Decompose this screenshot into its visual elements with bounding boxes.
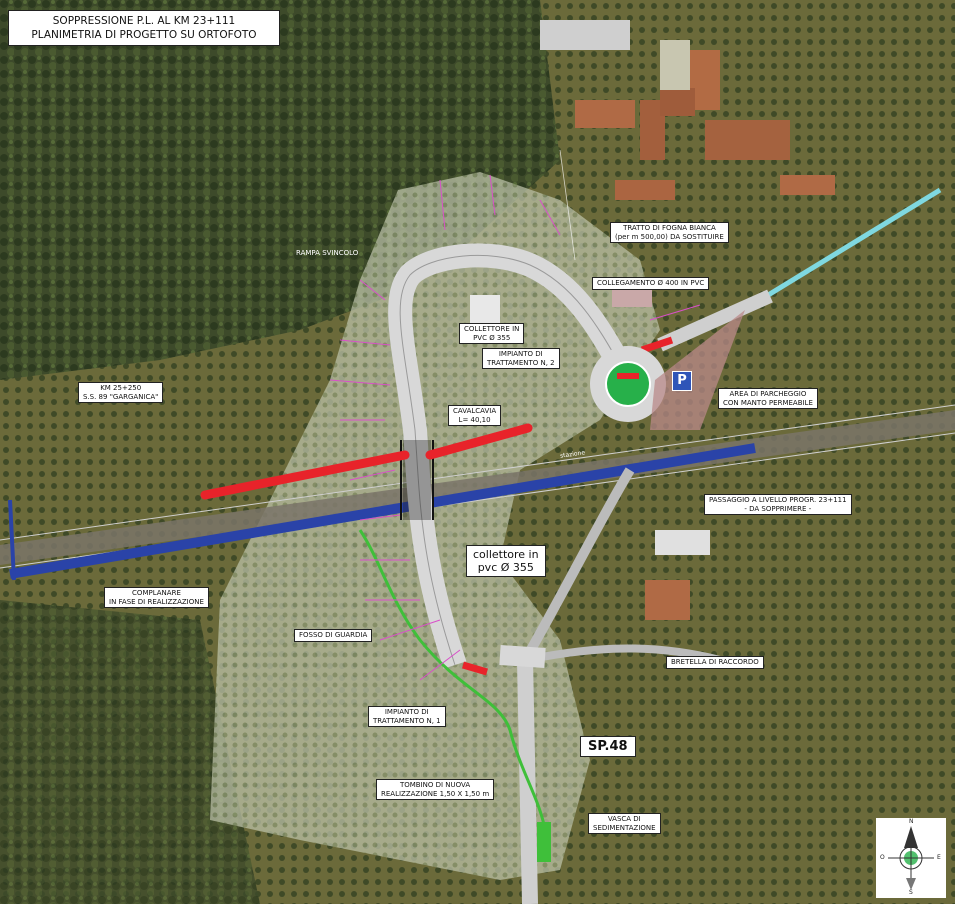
label-line: L= 40,10 bbox=[458, 415, 491, 424]
label-line: COLLETTORE IN bbox=[464, 325, 520, 333]
label-line: collettore in bbox=[473, 548, 539, 561]
compass-east: E bbox=[937, 854, 941, 861]
label-collettore-mid: collettore in pvc Ø 355 bbox=[466, 545, 546, 577]
label-line: IN FASE DI REALIZZAZIONE bbox=[109, 597, 204, 606]
map-title: SOPPRESSIONE P.L. AL KM 23+111 PLANIMETR… bbox=[8, 10, 280, 46]
label-line: FOSSO DI GUARDIA bbox=[299, 631, 368, 639]
label-km: KM 25+250 S.S. 89 "GARGANICA" bbox=[78, 382, 164, 403]
label-tombino: TOMBINO DI NUOVA REALIZZAZIONE 1,50 X 1,… bbox=[376, 779, 495, 800]
compass-icon bbox=[888, 826, 934, 890]
label-line: pvc Ø 355 bbox=[477, 561, 534, 574]
label-collegamento: COLLEGAMENTO Ø 400 IN PVC bbox=[592, 277, 710, 290]
label-line: IMPIANTO DI bbox=[384, 708, 429, 716]
label-line: PASSAGGIO A LIVELLO PROGR. 23+111 bbox=[709, 496, 847, 504]
label-fosso-guardia: FOSSO DI GUARDIA bbox=[294, 629, 373, 642]
label-line: CON MANTO PERMEABILE bbox=[723, 398, 813, 407]
label-line: REALIZZAZIONE 1,50 X 1,50 m bbox=[381, 789, 490, 798]
label-line: PVC Ø 355 bbox=[473, 333, 511, 342]
label-impianto-2: IMPIANTO DI TRATTAMENTO N, 2 bbox=[482, 348, 560, 369]
title-line-1: SOPPRESSIONE P.L. AL KM 23+111 bbox=[52, 15, 236, 27]
label-line: S.S. 89 "GARGANICA" bbox=[83, 392, 159, 401]
compass-rose: N S O E bbox=[876, 818, 946, 898]
label-line: AREA DI PARCHEGGIO bbox=[729, 390, 807, 398]
label-line: - DA SOPPRIMERE - bbox=[744, 504, 812, 513]
label-passaggio-livello: PASSAGGIO A LIVELLO PROGR. 23+111 - DA S… bbox=[704, 494, 852, 515]
label-line: BRETELLA DI RACCORDO bbox=[671, 658, 759, 666]
label-bretella: BRETELLA DI RACCORDO bbox=[666, 656, 764, 669]
compass-south: S bbox=[909, 889, 913, 896]
label-line: VASCA DI bbox=[607, 815, 641, 823]
label-line: KM 25+250 bbox=[100, 384, 142, 392]
label-area-parcheggio: AREA DI PARCHEGGIO CON MANTO PERMEABILE bbox=[718, 388, 818, 409]
compass-north: N bbox=[909, 818, 914, 825]
label-complanare: COMPLANARE IN FASE DI REALIZZAZIONE bbox=[104, 587, 209, 608]
label-line: SEDIMENTAZIONE bbox=[593, 823, 656, 832]
label-rampa-svincolo: RAMPA SVINCOLO bbox=[292, 248, 362, 259]
label-vasca: VASCA DI SEDIMENTAZIONE bbox=[588, 813, 661, 834]
label-line: CAVALCAVIA bbox=[453, 407, 497, 415]
title-line-2: PLANIMETRIA DI PROGETTO SU ORTOFOTO bbox=[31, 29, 257, 41]
label-sp48: SP.48 bbox=[580, 736, 636, 757]
label-line: IMPIANTO DI bbox=[498, 350, 543, 358]
label-line: SP.48 bbox=[588, 739, 628, 754]
parking-icon: P bbox=[672, 371, 692, 391]
label-line: TRATTAMENTO N, 1 bbox=[373, 716, 441, 725]
label-line: TRATTO DI FOGNA BIANCA bbox=[623, 224, 716, 232]
label-impianto-1: IMPIANTO DI TRATTAMENTO N, 1 bbox=[368, 706, 446, 727]
label-line: COLLEGAMENTO Ø 400 IN PVC bbox=[597, 279, 705, 287]
label-cavalcavia: CAVALCAVIA L= 40,10 bbox=[448, 405, 502, 426]
label-line: TRATTAMENTO N, 2 bbox=[487, 358, 555, 367]
label-line: TOMBINO DI NUOVA bbox=[399, 781, 471, 789]
label-collettore-top: COLLETTORE IN PVC Ø 355 bbox=[459, 323, 525, 344]
label-line: RAMPA SVINCOLO bbox=[296, 249, 359, 257]
label-line: COMPLANARE bbox=[132, 589, 181, 597]
label-fogna-bianca: TRATTO DI FOGNA BIANCA (per m 500,00) DA… bbox=[610, 222, 729, 243]
compass-west: O bbox=[880, 854, 885, 861]
label-line: (per m 500,00) DA SOSTITUIRE bbox=[615, 232, 724, 241]
